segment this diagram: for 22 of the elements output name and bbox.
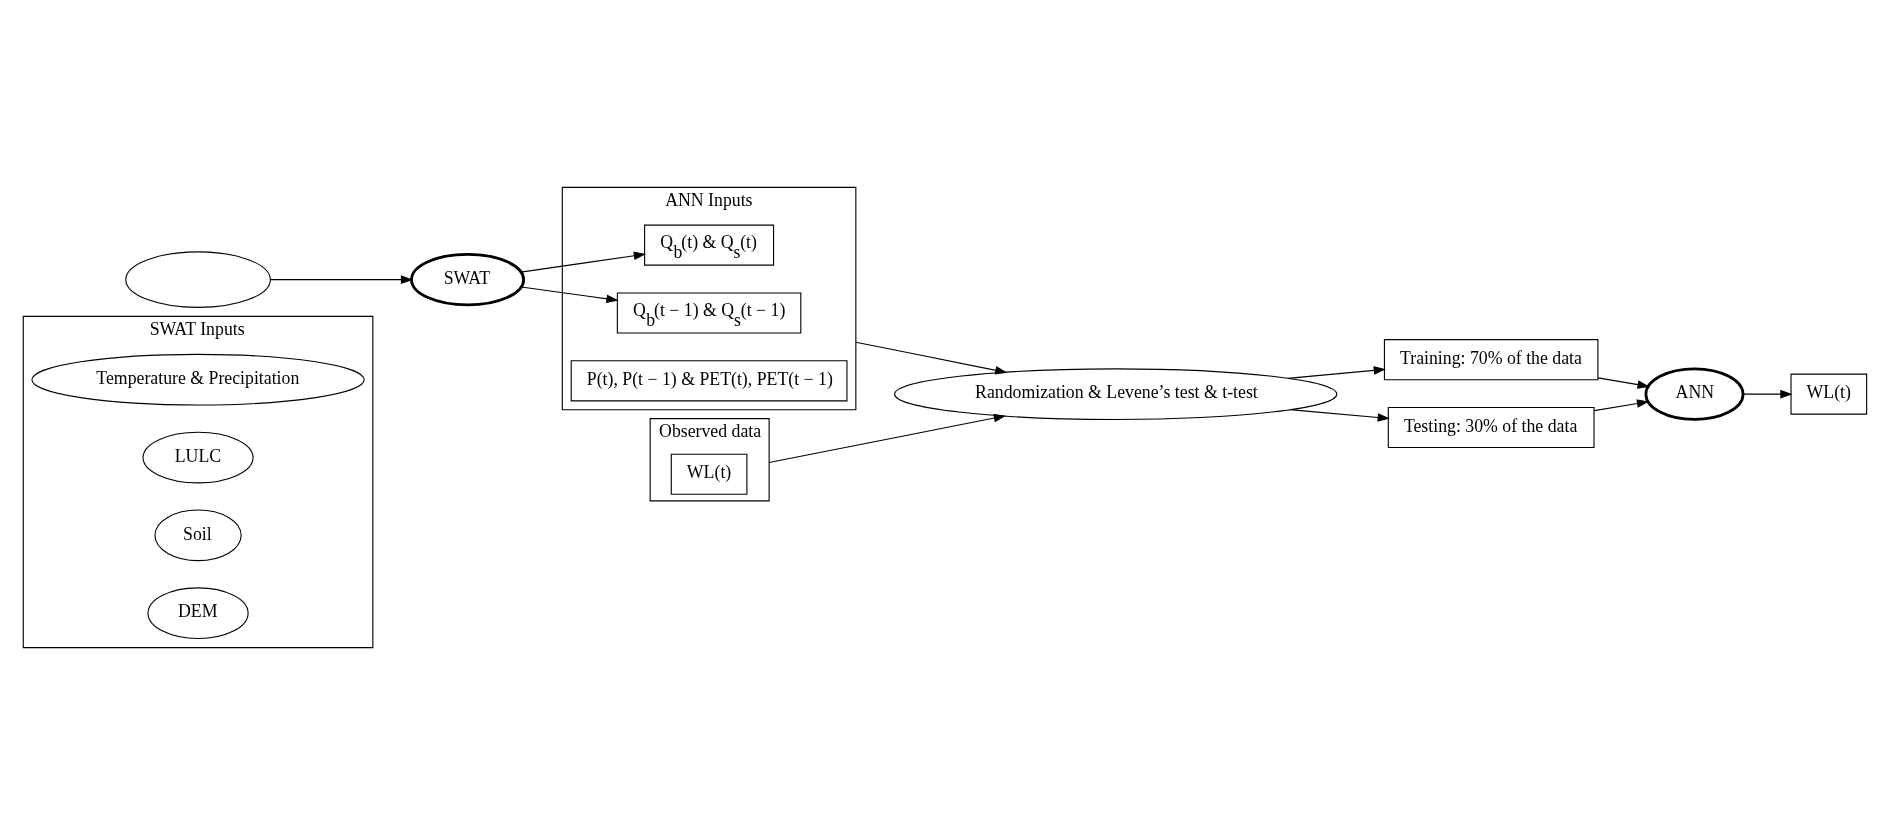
node-box: WL(t)	[670, 453, 747, 495]
arrow	[1287, 366, 1386, 379]
node-ellipse	[124, 251, 271, 308]
node-ellipse: Soil	[153, 509, 242, 562]
node-ellipse: SWAT	[409, 252, 525, 307]
arrow	[1597, 377, 1650, 389]
node-ellipse: ANN	[1644, 367, 1744, 421]
arrow	[768, 413, 1006, 464]
arrow	[1742, 389, 1793, 399]
node-ellipse: LULC	[141, 431, 254, 484]
node-box: P(t), P(t − 1) & PET(t), PET(t − 1)	[570, 360, 847, 402]
arrow	[854, 341, 1007, 375]
arrow	[269, 275, 413, 284]
node-ellipse: Temperature & Precipitation	[30, 353, 365, 406]
arrow	[1593, 399, 1649, 412]
node-box: WL(t)	[1789, 373, 1867, 415]
arrow	[1289, 409, 1390, 422]
arrow	[520, 286, 619, 304]
node-box: Training: 70% of the data	[1383, 339, 1598, 381]
node-box: Testing: 30% of the data	[1387, 406, 1595, 449]
node-ellipse: DEM	[146, 587, 249, 640]
arrow	[519, 251, 646, 273]
